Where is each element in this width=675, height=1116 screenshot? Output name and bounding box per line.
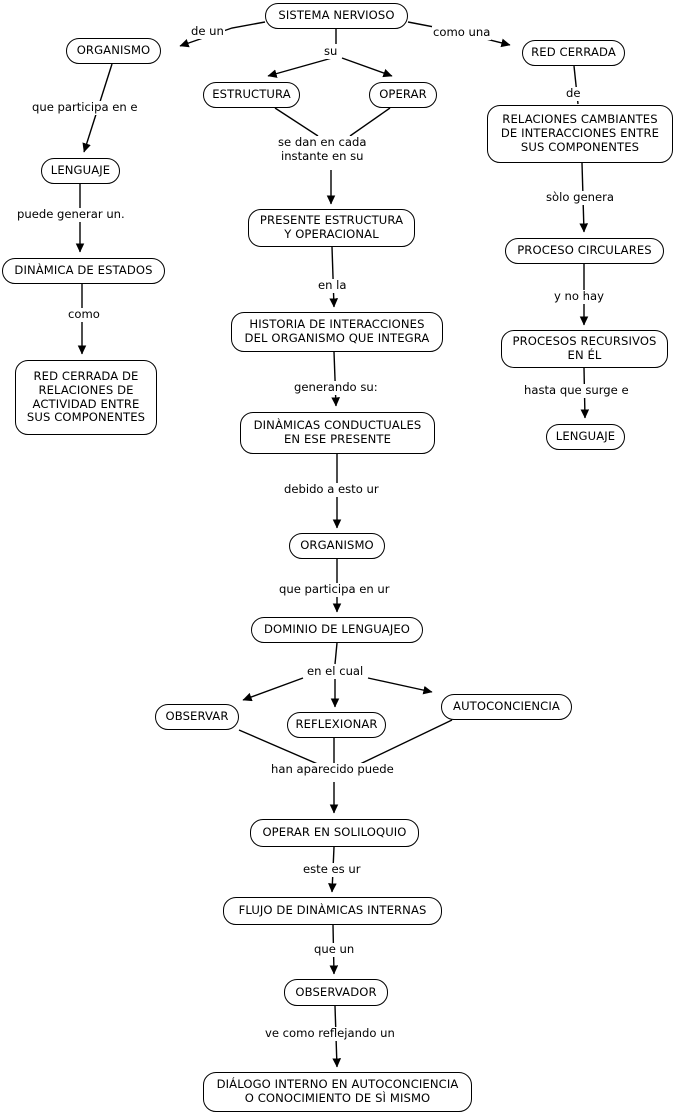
edge-label-e-relaciones-proceso: sòlo genera [545, 190, 615, 205]
node-procesos-recursivos[interactable]: PROCESOS RECURSIVOS EN ÉL [501, 330, 668, 368]
edge-label-e-organismo-lenguaje: que participa en e [31, 100, 139, 115]
node-reflexionar[interactable]: REFLEXIONAR [287, 712, 386, 738]
node-dinamica-de-estados[interactable]: DINÀMICA DE ESTADOS [2, 258, 165, 284]
node-estructura[interactable]: ESTRUCTURA [203, 82, 300, 108]
edge-label-e-organismo-dominio: que participa en ur [278, 582, 391, 597]
edge-label-e-sn-red: como una [432, 25, 492, 40]
node-observar[interactable]: OBSERVAR [155, 704, 239, 730]
node-relaciones-cambiantes[interactable]: RELACIONES CAMBIANTES DE INTERACCIONES E… [487, 105, 673, 163]
node-organismo-top[interactable]: ORGANISMO [66, 38, 161, 64]
edge-e-estructura-presente [274, 107, 319, 137]
node-lenguaje-right[interactable]: LENGUAJE [546, 424, 625, 450]
edge-e-presente-historia [329, 246, 339, 308]
edge-label-e-dinamicas-organismo: debido a esto ur [283, 482, 380, 497]
node-lenguaje-left[interactable]: LENGUAJE [41, 158, 120, 184]
edge-e-encual-autoconc [367, 677, 433, 695]
node-observador[interactable]: OBSERVADOR [284, 979, 388, 1006]
node-red-cerrada[interactable]: RED CERRADA [522, 40, 625, 66]
edge-label-e-sn-organismo: de un [190, 24, 225, 39]
edge-label-e-red-relaciones: de [565, 86, 582, 101]
node-operar[interactable]: OPERAR [369, 82, 437, 108]
edge-label-e-proceso-recursivos: y no hay [553, 289, 605, 304]
node-presente-estructura[interactable]: PRESENTE ESTRUCTURA Y OPERACIONAL [248, 209, 415, 247]
edge-label-e-dominio-split: en el cual [306, 664, 365, 679]
node-dominio-lenguajeo[interactable]: DOMINIO DE LENGUAJEO [251, 617, 423, 643]
edge-e-encual-observar [242, 677, 304, 702]
edge-label-e-dinamica-red: como [67, 307, 101, 322]
edge-label-e-flujo-observador: que un [313, 942, 356, 957]
edge-label-e-lenguaje-dinamica: puede generar un. [16, 207, 126, 222]
edge-e-su-estructura [267, 57, 333, 78]
edge-label-e-sn-su: su [323, 44, 339, 59]
edge-label-e-observador-dialogo: ve como reflejando un [264, 1026, 396, 1041]
node-sistema-nervioso[interactable]: SISTEMA NERVIOSO [265, 3, 408, 29]
edge-e-dominio-split [334, 642, 338, 665]
edge-e-su-operar [341, 57, 393, 78]
edge-label-e-historia-dinamicas: generando su: [293, 380, 379, 395]
node-operar-soliloquio[interactable]: OPERAR EN SOLILOQUIO [250, 819, 419, 847]
edge-label-e-presente-historia: en la [317, 278, 348, 293]
node-dinamicas-conductuales[interactable]: DINÀMICAS CONDUCTUALES EN ESE PRESENTE [240, 412, 435, 454]
edge-e-historia-dinamicas [331, 351, 341, 407]
node-organismo-mid[interactable]: ORGANISMO [289, 533, 385, 559]
node-proceso-circulares[interactable]: PROCESO CIRCULARES [505, 238, 664, 264]
node-dialogo-interno[interactable]: DIÁLOGO INTERNO EN AUTOCONCIENCIA O CONO… [203, 1072, 472, 1112]
node-autoconciencia[interactable]: AUTOCONCIENCIA [441, 694, 572, 720]
node-red-cerrada-relaciones[interactable]: RED CERRADA DE RELACIONES DE ACTIVIDAD E… [15, 360, 157, 435]
node-flujo-dinamicas[interactable]: FLUJO DE DINÀMICAS INTERNAS [223, 897, 442, 925]
node-historia-interacciones[interactable]: HISTORIA DE INTERACCIONES DEL ORGANISMO … [231, 312, 443, 352]
edge-e-operar-presente [349, 107, 391, 137]
edge-label-e-soliloquio-flujo: este es ur [302, 862, 362, 877]
edge-label-e-estructura-presente: se dan en cada instante en su [277, 135, 368, 164]
edge-label-e-observar-join: han aparecido puede [270, 762, 395, 777]
edge-label-e-recursivos-lenguaje: hasta que surge e [523, 383, 630, 398]
